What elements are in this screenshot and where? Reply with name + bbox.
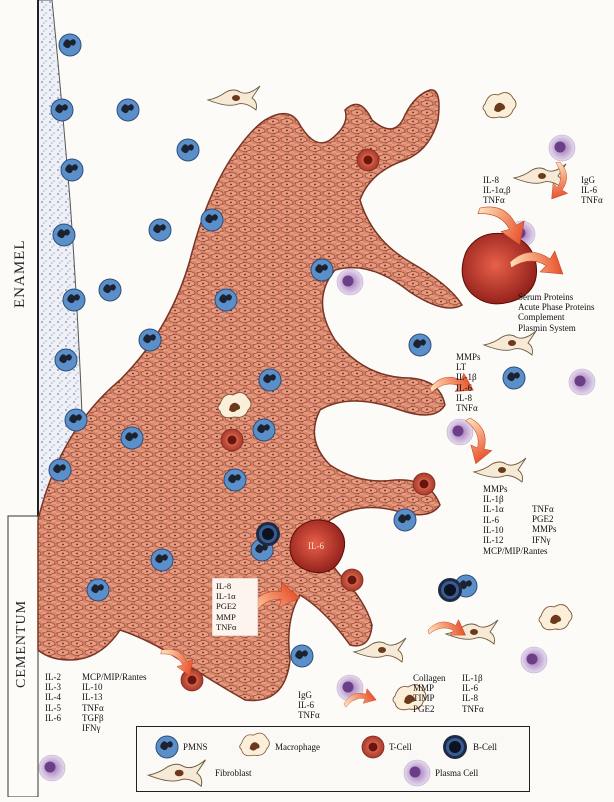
cytokines-bottom-left-a: IL-2IL-3IL-4 IL-5IL-6 xyxy=(45,672,61,723)
cytokines-lower-c: MCP/MIP/Rantes xyxy=(483,546,548,556)
plasma-cell-icon xyxy=(404,760,430,786)
cytokines-lower-a: MMPsIL-1βIL-1α IL-6IL-10IL-12 xyxy=(483,484,508,545)
bcell-icon xyxy=(443,735,467,759)
cytokines-center-box: IL-8IL-1αPGE2 MMPTNFα xyxy=(216,581,237,632)
cytokines-top-b: IgGIL-6TNFα xyxy=(581,175,603,206)
legend-bcell: B-Cell xyxy=(473,742,497,752)
cytokines-top-a: IL-8IL-1α,βTNFα xyxy=(483,175,511,206)
cytokines-bottom-left-b: MCP/MIP/RantesIL-10IL-13 TNFαTGFβIFNγ xyxy=(82,672,147,733)
pmn-icon xyxy=(156,736,178,758)
legend-plasma: Plasma Cell xyxy=(435,768,478,778)
fibroblast-icon xyxy=(148,760,205,786)
enamel-label: ENAMEL xyxy=(12,240,29,309)
cytokines-bottom-right-b: IL-1βIL-6 IL-8TNFα xyxy=(462,673,484,714)
legend-tcell: T-Cell xyxy=(389,742,412,752)
legend-icons xyxy=(137,727,529,791)
cytokines-mid: MMPsLTIL-1β IL-6IL-8TNFα xyxy=(456,352,481,413)
legend: PMNS Macrophage T-Cell B-Cell Fibroblast… xyxy=(136,726,530,792)
cementum-label: CEMENTUM xyxy=(14,600,30,688)
cytokines-bottom-mid: IgGIL-6TNFα xyxy=(298,690,320,721)
legend-fibroblast: Fibroblast xyxy=(215,768,252,778)
legend-macrophage: Macrophage xyxy=(275,742,320,752)
center-cell-label: IL-6 xyxy=(308,541,324,551)
macrophage-icon xyxy=(240,733,270,756)
cytokines-lower-b: TNFαPGE2 MMPsIFNγ xyxy=(532,504,557,545)
tcell-icon xyxy=(362,736,384,758)
serum-proteins-list: Serum ProteinsAcute Phase ProteinsComple… xyxy=(518,292,595,333)
cytokines-bottom-right-a: CollagenMMP TIMPPGE2 xyxy=(413,673,446,714)
legend-pmns: PMNS xyxy=(183,742,208,752)
